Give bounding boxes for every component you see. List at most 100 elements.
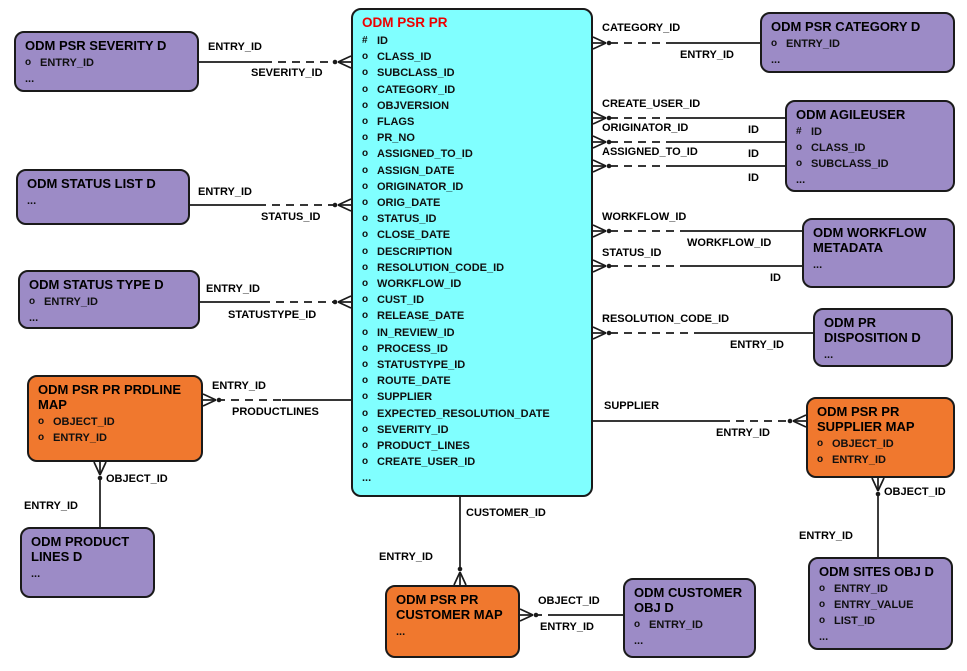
optional-marker: o: [362, 51, 369, 63]
field-name: IN_REVIEW_ID: [377, 326, 455, 339]
field-name: PRODUCT_LINES: [377, 440, 470, 453]
entity-ellipsis: ...: [771, 54, 781, 66]
entity-title: ODM PSR CATEGORY D: [771, 19, 921, 34]
field-name: ENTRY_ID: [832, 454, 886, 466]
entity-field: o ENTRY_ID: [819, 581, 945, 597]
entity-ellipsis: ...: [396, 626, 406, 638]
relationship-label: STATUS_ID: [261, 211, 321, 223]
field-name: CLASS_ID: [377, 51, 432, 64]
entity-field: #ID: [362, 33, 585, 49]
relationship-label: ORIGINATOR_ID: [602, 122, 689, 134]
field-name: ORIG_DATE: [377, 197, 441, 210]
relationship-pr-to-category: [592, 36, 760, 50]
relationship-statuslist-to-pr: [190, 198, 352, 212]
field-name: ENTRY_ID: [786, 38, 840, 50]
relationship-label: STATUS_ID: [602, 247, 662, 259]
relationship-pr-to-suppliermap: [593, 414, 807, 428]
relationship-pr-to-disposition: [592, 326, 813, 340]
optional-marker: o: [819, 583, 826, 594]
field-name: DESCRIPTION: [377, 245, 453, 258]
optional-marker: o: [362, 294, 369, 306]
field-name: ID: [811, 126, 822, 138]
entity-ellipsis: ...: [796, 174, 806, 186]
optional-marker: o: [819, 599, 826, 610]
optional-marker: o: [634, 619, 641, 630]
entity-ellipsis: ...: [31, 568, 41, 580]
entity-title: ODM PSR SEVERITY D: [25, 38, 167, 53]
relationship-customermap-to-customerobj: [519, 608, 623, 622]
optional-marker: o: [362, 440, 369, 452]
relationship-label: OBJECT_ID: [884, 486, 946, 498]
field-name: OBJECT_ID: [832, 438, 894, 450]
optional-marker: o: [29, 296, 36, 307]
entity-ellipsis: ...: [27, 195, 37, 207]
relationship-label: ENTRY_ID: [379, 551, 433, 563]
optional-marker: o: [362, 67, 369, 79]
entity-field: o CLASS_ID: [362, 49, 585, 65]
relationship-pr-to-agileuser-createuser: [592, 111, 785, 125]
field-name: SEVERITY_ID: [377, 423, 449, 436]
relationship-suppliermap-to-sites: [871, 477, 885, 557]
optional-marker: o: [38, 416, 45, 427]
relationship-statustype-to-pr: [200, 295, 352, 309]
optional-marker: o: [362, 245, 369, 257]
entity-field: #ID: [796, 124, 947, 140]
relationship-label: CREATE_USER_ID: [602, 98, 701, 110]
relationship-pr-to-customermap: [453, 497, 467, 586]
optional-marker: o: [362, 148, 369, 160]
relationship-label: ENTRY_ID: [206, 283, 260, 295]
optional-marker: o: [362, 407, 369, 419]
optional-marker: o: [362, 326, 369, 338]
entity-title: ODM SITES OBJ D: [819, 564, 934, 579]
optional-marker: o: [362, 229, 369, 241]
field-name: ID: [377, 35, 388, 47]
field-name: OBJVERSION: [377, 99, 450, 112]
relationship-severity-to-pr: [198, 55, 352, 69]
field-name: ENTRY_ID: [834, 583, 888, 595]
optional-marker: o: [362, 359, 369, 371]
relationship-label: ENTRY_ID: [716, 427, 770, 439]
relationship-prdlinemap-to-pr: [202, 393, 351, 407]
relationship-label: ID: [770, 272, 781, 284]
field-name: CATEGORY_ID: [377, 83, 456, 96]
relationship-label: ID: [748, 148, 759, 160]
field-name: CLASS_ID: [811, 142, 866, 154]
optional-marker: o: [38, 432, 45, 443]
relationship-label: ENTRY_ID: [540, 621, 594, 633]
field-name: SUPPLIER: [377, 391, 433, 404]
field-name: SUBCLASS_ID: [377, 67, 455, 80]
entity-title: ODM PSR PR: [362, 15, 448, 30]
optional-marker: o: [25, 57, 32, 68]
entity-odm-status-list-d: ODM STATUS LIST D...: [16, 169, 190, 225]
field-name: CREATE_USER_ID: [377, 456, 476, 469]
optional-marker: o: [362, 391, 369, 403]
entity-field: o PRODUCT_LINES: [362, 438, 585, 454]
relationship-label: RESOLUTION_CODE_ID: [602, 313, 730, 325]
relationship-label: WORKFLOW_ID: [602, 211, 687, 223]
optional-marker: o: [362, 310, 369, 322]
optional-marker: o: [362, 197, 369, 209]
